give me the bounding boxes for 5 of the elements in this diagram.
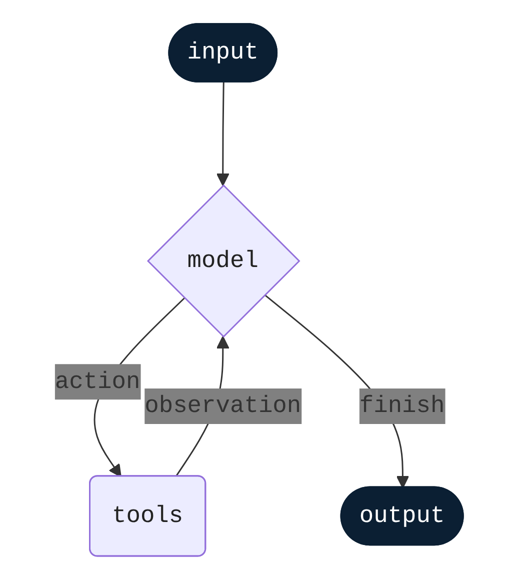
node-diamond: model <box>146 184 300 338</box>
edge-label: observation <box>144 392 301 420</box>
edge-label: finish <box>358 392 444 420</box>
edge-label: action <box>54 368 140 395</box>
arrow <box>216 82 229 186</box>
